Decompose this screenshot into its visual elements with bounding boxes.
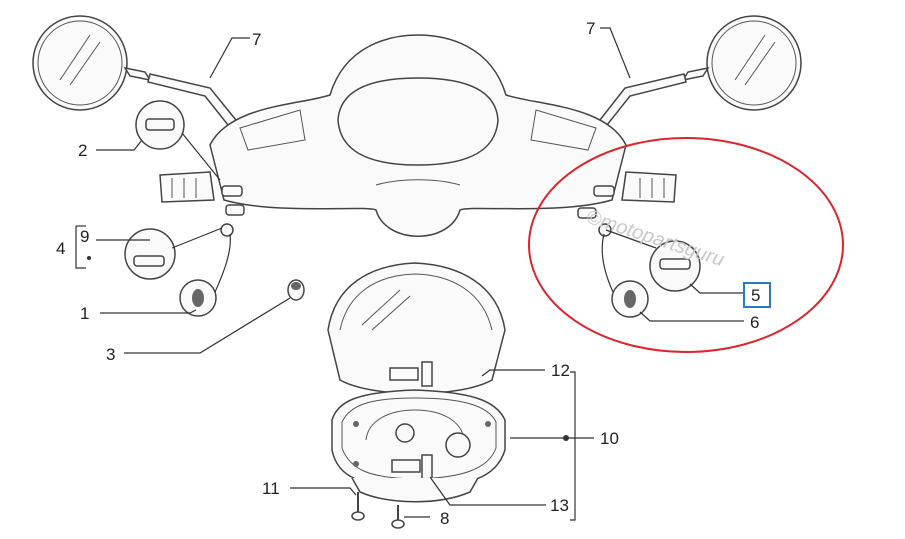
- label-1[interactable]: 1: [80, 304, 89, 323]
- callout-switch-2[interactable]: [135, 100, 221, 181]
- callout-button-6[interactable]: [601, 233, 649, 318]
- callout-button-1[interactable]: [179, 233, 231, 317]
- label-7-left[interactable]: 7: [252, 30, 261, 49]
- right-grip[interactable]: [621, 171, 677, 203]
- screw-11[interactable]: [351, 492, 365, 521]
- screw-3[interactable]: [287, 279, 305, 301]
- right-mirror[interactable]: [594, 15, 802, 132]
- left-switch-cluster[interactable]: [220, 185, 245, 237]
- left-mirror[interactable]: [32, 15, 242, 131]
- dot-marker: [563, 435, 569, 441]
- handlebar-cover[interactable]: [209, 34, 627, 237]
- dashboard-lens[interactable]: [327, 262, 506, 395]
- highlight-ellipse: [528, 137, 844, 353]
- callout-switch-9[interactable]: [124, 227, 223, 280]
- label-13[interactable]: 13: [550, 496, 569, 515]
- callout-switch-5[interactable]: [605, 229, 701, 292]
- label-9[interactable]: 9: [80, 227, 89, 246]
- label-10[interactable]: 10: [600, 429, 619, 448]
- instrument-cluster[interactable]: [331, 389, 506, 489]
- label-11[interactable]: 11: [262, 479, 280, 498]
- selected-part-box: [743, 282, 771, 308]
- label-2[interactable]: 2: [78, 141, 87, 160]
- label-6[interactable]: 6: [750, 313, 759, 332]
- label-8[interactable]: 8: [440, 509, 449, 528]
- left-grip[interactable]: [159, 171, 215, 203]
- label-3[interactable]: 3: [106, 345, 115, 364]
- label-7-right[interactable]: 7: [586, 19, 595, 38]
- label-5[interactable]: 5: [751, 286, 760, 305]
- label-12[interactable]: 12: [551, 361, 570, 380]
- leader-lines: [75, 27, 744, 521]
- screw-8[interactable]: [391, 505, 405, 529]
- dashboard-rear-shell[interactable]: [351, 477, 479, 503]
- label-4[interactable]: 4: [56, 239, 65, 258]
- right-switch-cluster[interactable]: [577, 185, 615, 237]
- dot-marker: [87, 256, 91, 260]
